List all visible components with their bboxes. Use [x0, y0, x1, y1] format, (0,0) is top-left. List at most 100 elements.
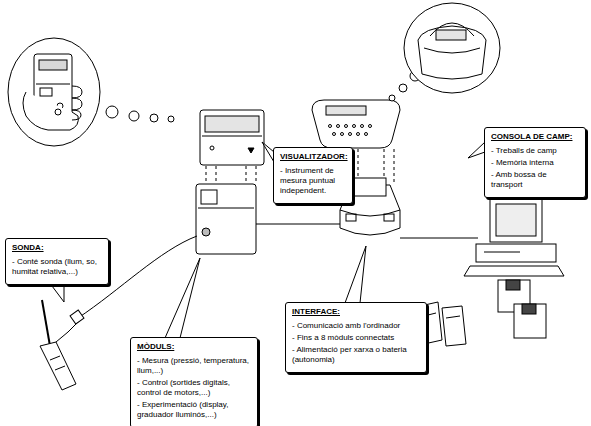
probe	[40, 300, 84, 390]
callout-heading: MÒDULS:	[137, 342, 252, 352]
callout-heading: VISUALITZADOR:	[280, 152, 347, 162]
callout-tail	[468, 142, 485, 158]
callout-heading: SONDA:	[12, 243, 103, 253]
callout-item: - Mesura (pressió, temperatura, llum,...…	[137, 356, 252, 376]
floppy-disk	[522, 304, 536, 314]
thought-bubble	[150, 114, 158, 122]
thought-bubble	[168, 116, 174, 122]
field-console	[312, 100, 400, 148]
callout-item: - Amb bossa de transport	[491, 170, 580, 190]
thought-bubble	[129, 111, 139, 121]
computer	[490, 198, 542, 242]
callout-item: - Treballs de camp	[491, 146, 580, 156]
dashed-guide	[206, 166, 256, 184]
probe	[40, 342, 76, 390]
computer	[484, 252, 520, 253]
display-unit	[202, 136, 262, 137]
handheld-device	[36, 84, 70, 85]
floppy-disk	[498, 280, 546, 338]
display-unit	[200, 110, 264, 165]
field-console	[361, 125, 364, 128]
display-unit	[210, 146, 214, 150]
handheld-device	[55, 109, 61, 115]
callout-box: VISUALITZADOR: - Instrument de mesura pun…	[273, 147, 353, 204]
field-console	[341, 133, 344, 136]
field-console	[353, 125, 356, 128]
callout-item: - Comunicació amb l'ordinador	[292, 321, 421, 331]
carry-bag	[418, 23, 486, 79]
computer	[496, 204, 536, 236]
field-console	[329, 125, 332, 128]
field-console	[326, 106, 366, 115]
callout-item: - Experimentació (display, graduador llu…	[137, 400, 252, 420]
callout-heading: INTERFACE:	[292, 307, 421, 317]
probe	[42, 300, 50, 346]
carry-bag	[436, 30, 466, 40]
manual-book	[442, 306, 466, 346]
interface-unit	[384, 214, 394, 221]
interface-unit	[346, 214, 356, 221]
callout-item: - Fins a 8 mòduls connectats	[292, 333, 421, 343]
thought-bubble	[389, 95, 395, 101]
handheld-device	[40, 88, 52, 96]
dashed-guide	[246, 166, 247, 184]
dashed-guide	[216, 166, 217, 184]
interface-unit	[340, 210, 400, 216]
dashed-guide	[394, 149, 395, 184]
manual-book	[446, 316, 460, 318]
callout-item: - Conté sonda (llum, so, humitat relativ…	[12, 257, 103, 277]
carry-bag	[418, 26, 486, 79]
probe	[55, 366, 65, 370]
callout-item: - Instrument de mesura puntual independe…	[280, 166, 347, 196]
field-console	[333, 133, 336, 136]
field-console	[312, 100, 400, 148]
dashed-guide	[256, 166, 257, 184]
carry-bag	[424, 48, 480, 53]
module-unit	[201, 190, 217, 204]
display-unit	[200, 110, 264, 165]
probe	[50, 356, 60, 360]
callout-box: INTERFACE: - Comunicació amb l'ordinador -…	[285, 302, 427, 373]
connection-cable	[400, 238, 478, 239]
field-console	[349, 133, 352, 136]
thought-bubble	[404, 3, 500, 93]
field-console	[337, 125, 340, 128]
interface-unit	[354, 178, 386, 196]
module-unit	[196, 184, 256, 254]
field-console	[357, 133, 360, 136]
field-console	[345, 125, 348, 128]
field-console	[365, 133, 368, 136]
thought-bubble	[8, 38, 100, 146]
handheld-device	[23, 92, 78, 130]
display-unit	[248, 148, 254, 153]
computer	[464, 266, 564, 276]
thought-bubble	[106, 106, 118, 118]
callout-tail	[52, 286, 64, 302]
display-unit	[205, 116, 259, 132]
handheld-device	[72, 86, 82, 120]
floppy-disk	[514, 304, 546, 338]
callout-box: CONSOLA DE CAMP: - Treballs de camp - Memò…	[484, 127, 586, 198]
floppy-disk	[506, 280, 520, 290]
callout-box: SONDA: - Conté sonda (llum, so, humitat r…	[5, 238, 109, 285]
callout-item: - Alimentació per xarxa o bateria (auton…	[292, 345, 421, 365]
connection-cable	[256, 224, 342, 225]
handheld-device	[39, 60, 67, 70]
module-unit	[198, 208, 254, 209]
callout-tail	[165, 258, 200, 338]
module-unit	[202, 228, 210, 236]
dashed-guide	[206, 166, 207, 184]
callout-box: MÒDULS: - Mesura (pressió, temperatura, l…	[130, 337, 258, 426]
module-unit	[196, 184, 256, 254]
handheld-device	[23, 54, 82, 130]
thought-bubble	[8, 38, 174, 146]
probe	[70, 310, 84, 324]
thought-bubble	[389, 3, 500, 101]
callout-item: - Control (sortides digitals, control de…	[137, 378, 252, 398]
callout-heading: CONSOLA DE CAMP:	[491, 132, 580, 142]
computer	[476, 244, 556, 262]
callout-item: - Memòria interna	[491, 158, 580, 168]
computer	[464, 198, 564, 276]
thought-bubble	[399, 84, 407, 92]
